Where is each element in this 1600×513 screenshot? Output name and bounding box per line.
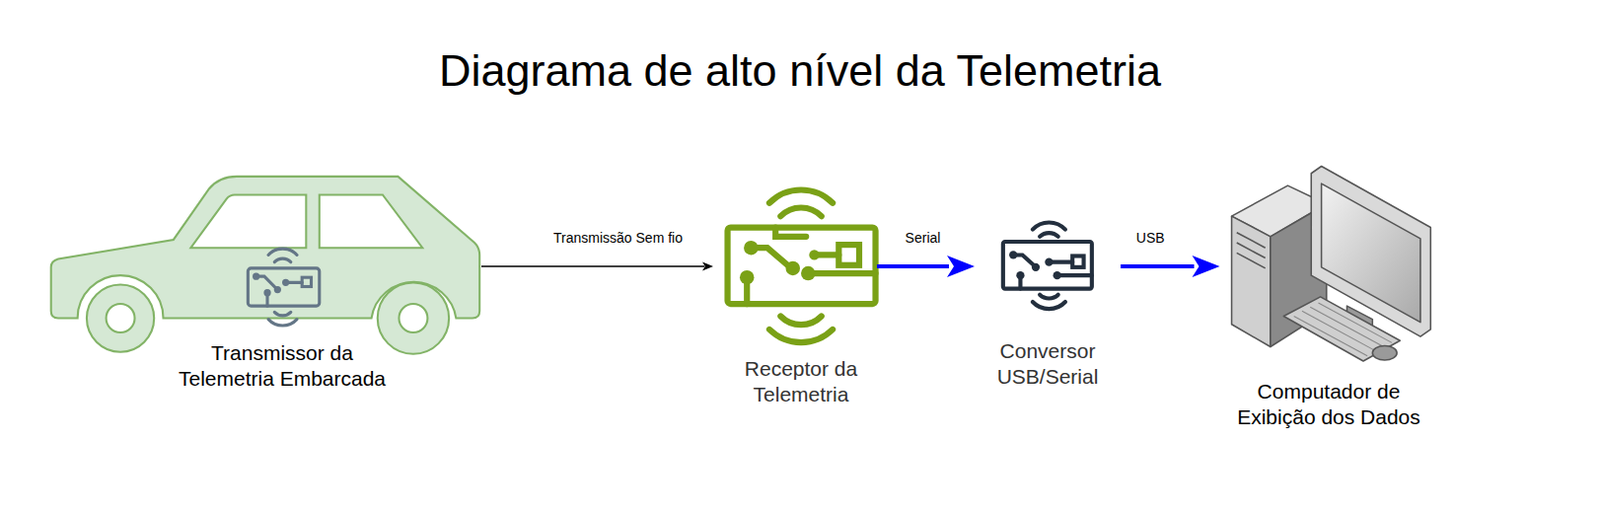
component-label: Conversor USB/Serial bbox=[988, 338, 1107, 390]
component-label: Transmissor da Telemetria Embarcada bbox=[176, 340, 389, 392]
connector-arrow bbox=[1120, 255, 1221, 278]
component-label: Receptor da Telemetria bbox=[727, 356, 875, 408]
car-illustration bbox=[51, 176, 480, 355]
connector-label: USB bbox=[1133, 228, 1168, 247]
diagram-title: Diagrama de alto nível da Telemetria bbox=[0, 43, 1600, 99]
receiver-icon bbox=[727, 190, 876, 344]
connector-arrow bbox=[481, 262, 714, 272]
component-node: Computador de Exibição dos Dados bbox=[1228, 165, 1431, 431]
component-node: Receptor da Telemetria bbox=[727, 188, 875, 408]
connector-arrow bbox=[876, 255, 975, 278]
converter-icon bbox=[1003, 221, 1092, 309]
component-node: Transmissor da Telemetria Embarcada bbox=[51, 175, 480, 392]
component-node: Conversor USB/Serial bbox=[988, 218, 1107, 390]
component-label: Computador de Exibição dos Dados bbox=[1228, 378, 1431, 431]
connector-label: Serial bbox=[902, 228, 945, 247]
computer-icon bbox=[1232, 166, 1432, 362]
connector-label: Transmissão Sem fio bbox=[550, 228, 686, 247]
